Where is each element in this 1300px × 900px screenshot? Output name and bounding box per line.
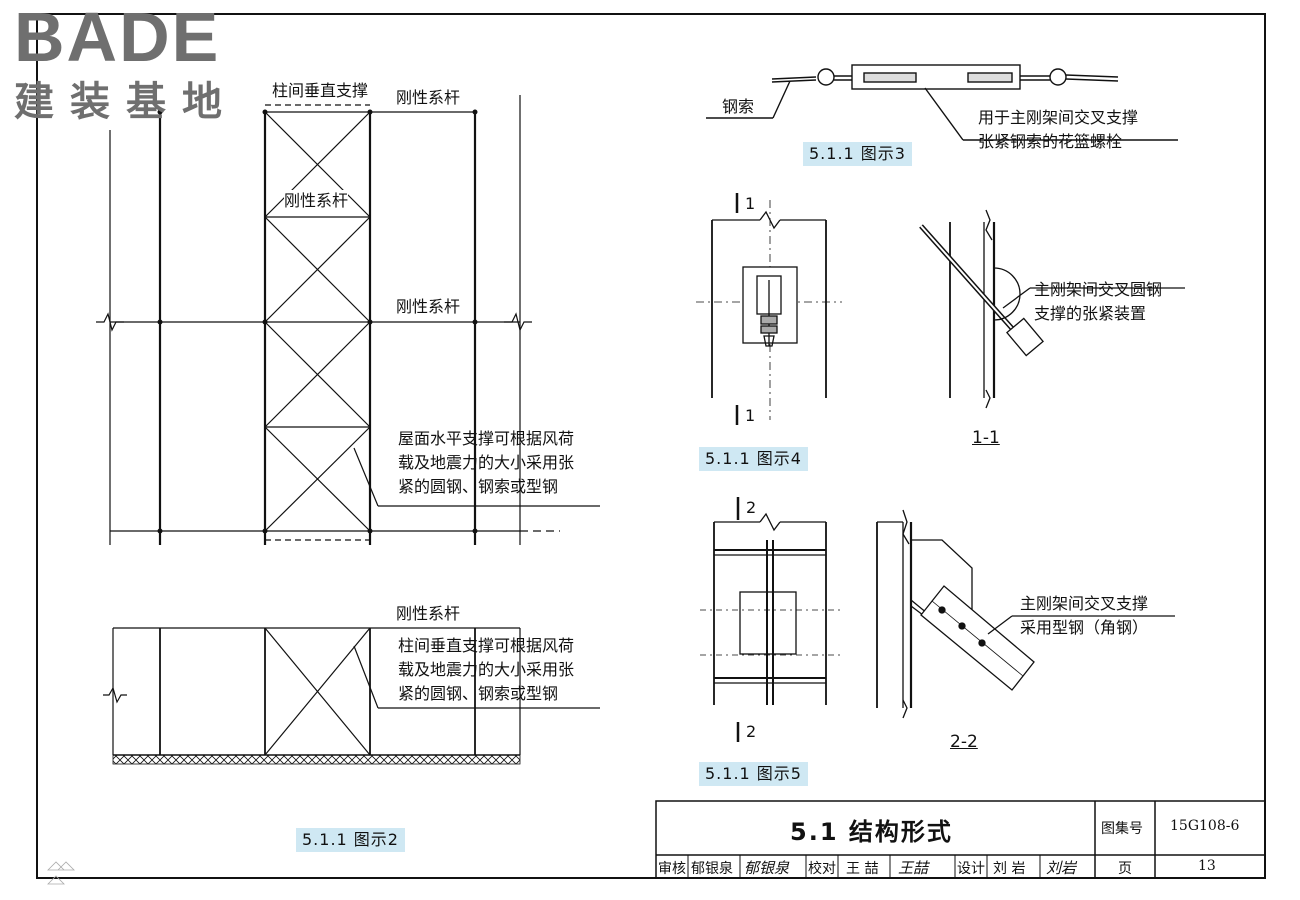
design-signature: 刘岩 [1046, 859, 1077, 877]
label-rigid-tie-elevation: 刚性系杆 [396, 604, 461, 623]
cut-mark-1-top: 1 [745, 194, 756, 213]
section-label-1-1: 1-1 [972, 428, 1000, 448]
page-label: 页 [1118, 861, 1132, 877]
title-block [655, 800, 1266, 879]
note-roof-bracing: 屋面水平支撑可根据风荷 载及地震力的大小采用张 紧的圆钢、钢索或型钢 [398, 429, 575, 496]
caption-fig4: 5.1.1 图示4 [699, 447, 808, 471]
label-rigid-tie-mid: 刚性系杆 [396, 297, 461, 316]
design-name: 刘 岩 [993, 861, 1026, 877]
logo-chinese: 建装基地 [14, 79, 238, 125]
section-1-1 [919, 209, 1185, 409]
page-number: 13 [1198, 858, 1216, 874]
page-title: 5.1 结构形式 [790, 818, 953, 846]
note-tension-device: 主刚架间交叉圆钢 支撑的张紧装置 [1034, 280, 1163, 323]
review-name: 郁银泉 [691, 861, 733, 877]
label-column-bracing: 柱间垂直支撑 [272, 81, 369, 100]
check-label: 校对 [808, 861, 836, 877]
note-turnbuckle: 用于主刚架间交叉支撑 张紧钢索的花篮螺栓 [978, 108, 1139, 151]
fig5-angle-bracing [700, 497, 840, 742]
logo-wordmark: BADE [14, 0, 221, 76]
review-label: 审核 [658, 861, 686, 877]
label-cable: 钢索 [722, 97, 755, 116]
plan-joint-dots [157, 109, 478, 534]
fig2-plan [96, 95, 600, 545]
fig4-tension-device [696, 193, 842, 425]
drawing-frame [36, 13, 1266, 879]
check-name: 王 喆 [846, 861, 879, 877]
corner-mark-icon [47, 861, 75, 885]
label-rigid-tie-inner: 刚性系杆 [284, 190, 349, 212]
cut-mark-2-bottom: 2 [746, 722, 757, 741]
review-signature: 郁银泉 [744, 859, 790, 877]
label-rigid-tie-top: 刚性系杆 [396, 88, 461, 107]
caption-fig3: 5.1.1 图示3 [803, 142, 912, 166]
section-label-2-2: 2-2 [950, 732, 978, 752]
atlas-label: 图集号 [1101, 821, 1143, 837]
cut-mark-1-bottom: 1 [745, 406, 756, 425]
cut-mark-2-top: 2 [746, 498, 757, 517]
design-label: 设计 [957, 861, 985, 877]
note-column-bracing: 柱间垂直支撑可根据风荷 载及地震力的大小采用张 紧的圆钢、钢索或型钢 [398, 636, 575, 703]
note-angle-bracing: 主刚架间交叉支撑 采用型钢（角钢） [1020, 594, 1149, 637]
check-signature: 王喆 [898, 859, 929, 877]
atlas-number: 15G108-6 [1170, 818, 1240, 834]
caption-fig5: 5.1.1 图示5 [699, 762, 808, 786]
section-2-2 [876, 509, 1175, 719]
caption-fig2: 5.1.1 图示2 [296, 828, 405, 852]
ground-hatch [112, 754, 521, 765]
fig3-turnbuckle [706, 64, 1178, 141]
